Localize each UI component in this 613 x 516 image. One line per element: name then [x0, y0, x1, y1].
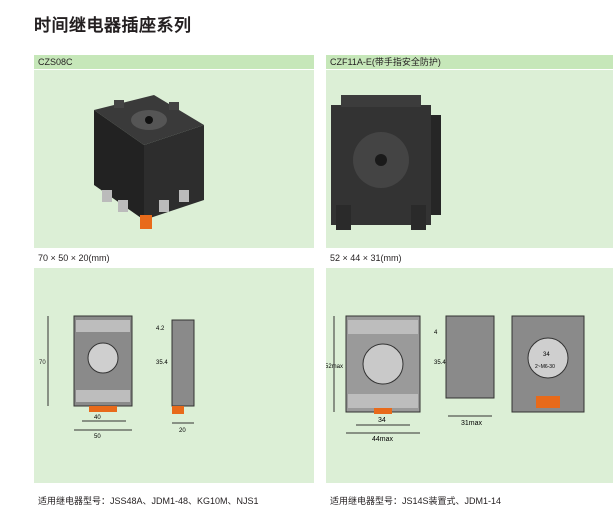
dim-height-right: 52max — [326, 364, 343, 370]
dim-side-height-left: 35.4 — [156, 360, 168, 366]
technical-drawing-left: 70 40 50 4.2 35.4 20 — [34, 268, 314, 483]
dim-top-sub-right: 2~M6-30 — [535, 364, 555, 370]
dim-side-depth-right: 31max — [461, 420, 483, 427]
dim-inner-width-right: 34 — [378, 417, 386, 424]
dim-height-left: 70 — [39, 360, 46, 366]
drawing-czs08c: 70 40 50 4.2 35.4 20 — [39, 315, 195, 440]
compatible-relays-right: 适用继电器型号：JS14S装置式、JDM1-14 — [330, 496, 502, 506]
dim-outer-width-right: 44max — [372, 436, 394, 443]
dim-side-top-left: 4.2 — [156, 326, 165, 332]
technical-drawing-right: 52max 34 44max 4 35.4 31max 34 2~M6-30 — [325, 268, 613, 483]
compatible-relays-left: 适用继电器型号：JSS48A、JDM1-48、KG10M、NJS1 — [38, 496, 259, 506]
dim-outer-width-left: 50 — [94, 434, 101, 440]
model-label-left: CZS08C — [34, 55, 314, 69]
page-title: 时间继电器插座系列 — [34, 16, 192, 35]
drawing-czf11a: 52max 34 44max 4 35.4 31max 34 2~M6-30 — [325, 315, 585, 443]
dim-top-label-right: 34 — [543, 352, 550, 358]
dim-side-top-right: 4 — [434, 330, 438, 336]
product-photo-right-panel — [326, 70, 613, 248]
socket-photo-czf11a — [331, 95, 441, 230]
model-label-right: CZF11A-E(带手指安全防护) — [326, 55, 613, 69]
dim-side-height-right: 35.4 — [434, 360, 446, 366]
dimensions-right: 52 × 44 × 31(mm) — [330, 253, 402, 263]
socket-photo-czs08c — [94, 95, 204, 229]
dim-inner-width-left: 40 — [94, 415, 101, 421]
product-photo-left-panel — [34, 70, 314, 248]
dimensions-left: 70 × 50 × 20(mm) — [38, 253, 110, 263]
dim-side-depth-left: 20 — [179, 428, 186, 434]
